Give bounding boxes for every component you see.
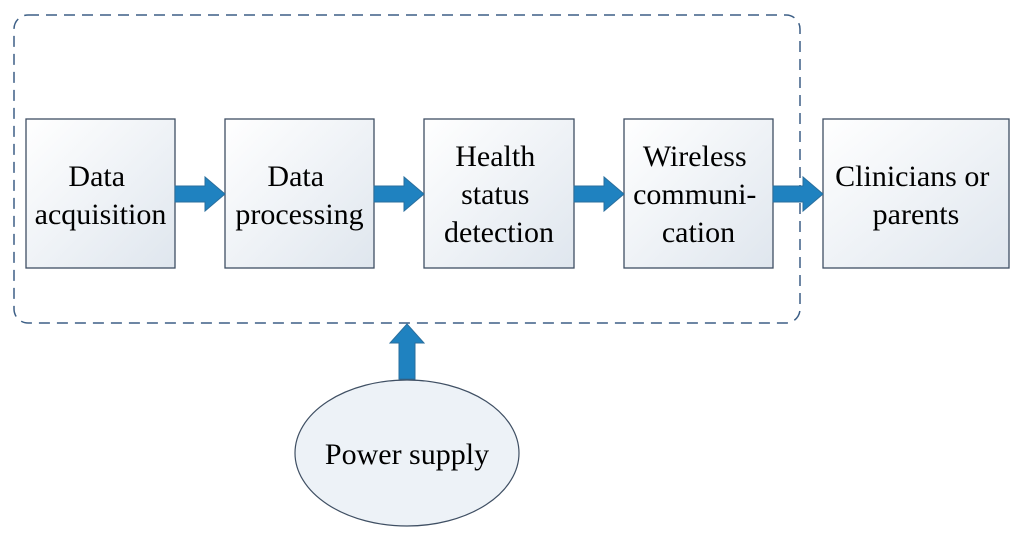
- block-label-line: Health: [455, 140, 535, 173]
- block-label-line: Data: [68, 160, 125, 193]
- block-label: Health status detection: [444, 140, 554, 249]
- block-data-processing: Data processing: [224, 118, 375, 269]
- block-label-line: parents: [873, 198, 960, 231]
- power-arrow: [388, 323, 426, 380]
- flow-arrow-1: [174, 175, 226, 213]
- block-label-line: processing: [235, 198, 363, 231]
- flow-arrow-4: [772, 175, 824, 213]
- block-label-line: cation: [662, 216, 735, 249]
- block-label-line: communi-: [633, 178, 756, 211]
- block-label: Clinicians or parents: [835, 160, 997, 231]
- block-wireless-communication: Wireless communi- cation: [623, 118, 774, 269]
- block-label: Wireless communi- cation: [633, 140, 764, 249]
- flow-arrow-3: [573, 175, 625, 213]
- power-supply-label: Power supply: [325, 438, 489, 471]
- block-label-line: Clinicians or: [835, 160, 989, 193]
- system-boundary: [13, 14, 801, 324]
- block-label-line: Data: [267, 160, 324, 193]
- power-supply-node: Power supply: [294, 379, 520, 527]
- block-label: Data acquisition: [35, 160, 167, 231]
- block-label-line: acquisition: [35, 198, 167, 231]
- block-label-line: Wireless: [643, 140, 747, 173]
- block-label-line: status: [461, 178, 529, 211]
- flow-arrow-2: [373, 175, 425, 213]
- block-label: Data processing: [235, 160, 363, 231]
- block-data-acquisition: Data acquisition: [25, 118, 176, 269]
- block-health-status-detection: Health status detection: [423, 118, 575, 269]
- block-clinicians-or-parents: Clinicians or parents: [822, 118, 1010, 269]
- block-label-line: detection: [444, 216, 554, 249]
